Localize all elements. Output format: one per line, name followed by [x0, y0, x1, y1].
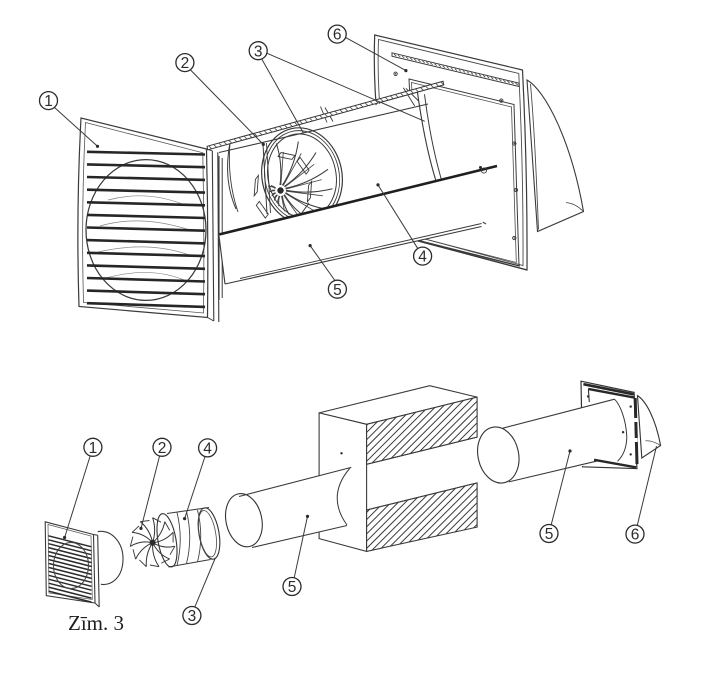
svg-text:6: 6 [333, 27, 342, 44]
svg-text:Zīm. 3: Zīm. 3 [68, 611, 124, 635]
svg-text:4: 4 [418, 249, 427, 266]
svg-text:5: 5 [545, 526, 554, 543]
svg-text:5: 5 [333, 282, 342, 299]
svg-text:1: 1 [89, 440, 98, 457]
svg-text:2: 2 [158, 440, 167, 457]
svg-text:6: 6 [631, 527, 640, 544]
svg-text:1: 1 [44, 93, 53, 110]
svg-text:4: 4 [203, 441, 212, 458]
svg-text:3: 3 [254, 43, 263, 60]
svg-text:2: 2 [181, 55, 190, 72]
svg-text:5: 5 [288, 579, 297, 596]
svg-text:3: 3 [188, 608, 197, 625]
